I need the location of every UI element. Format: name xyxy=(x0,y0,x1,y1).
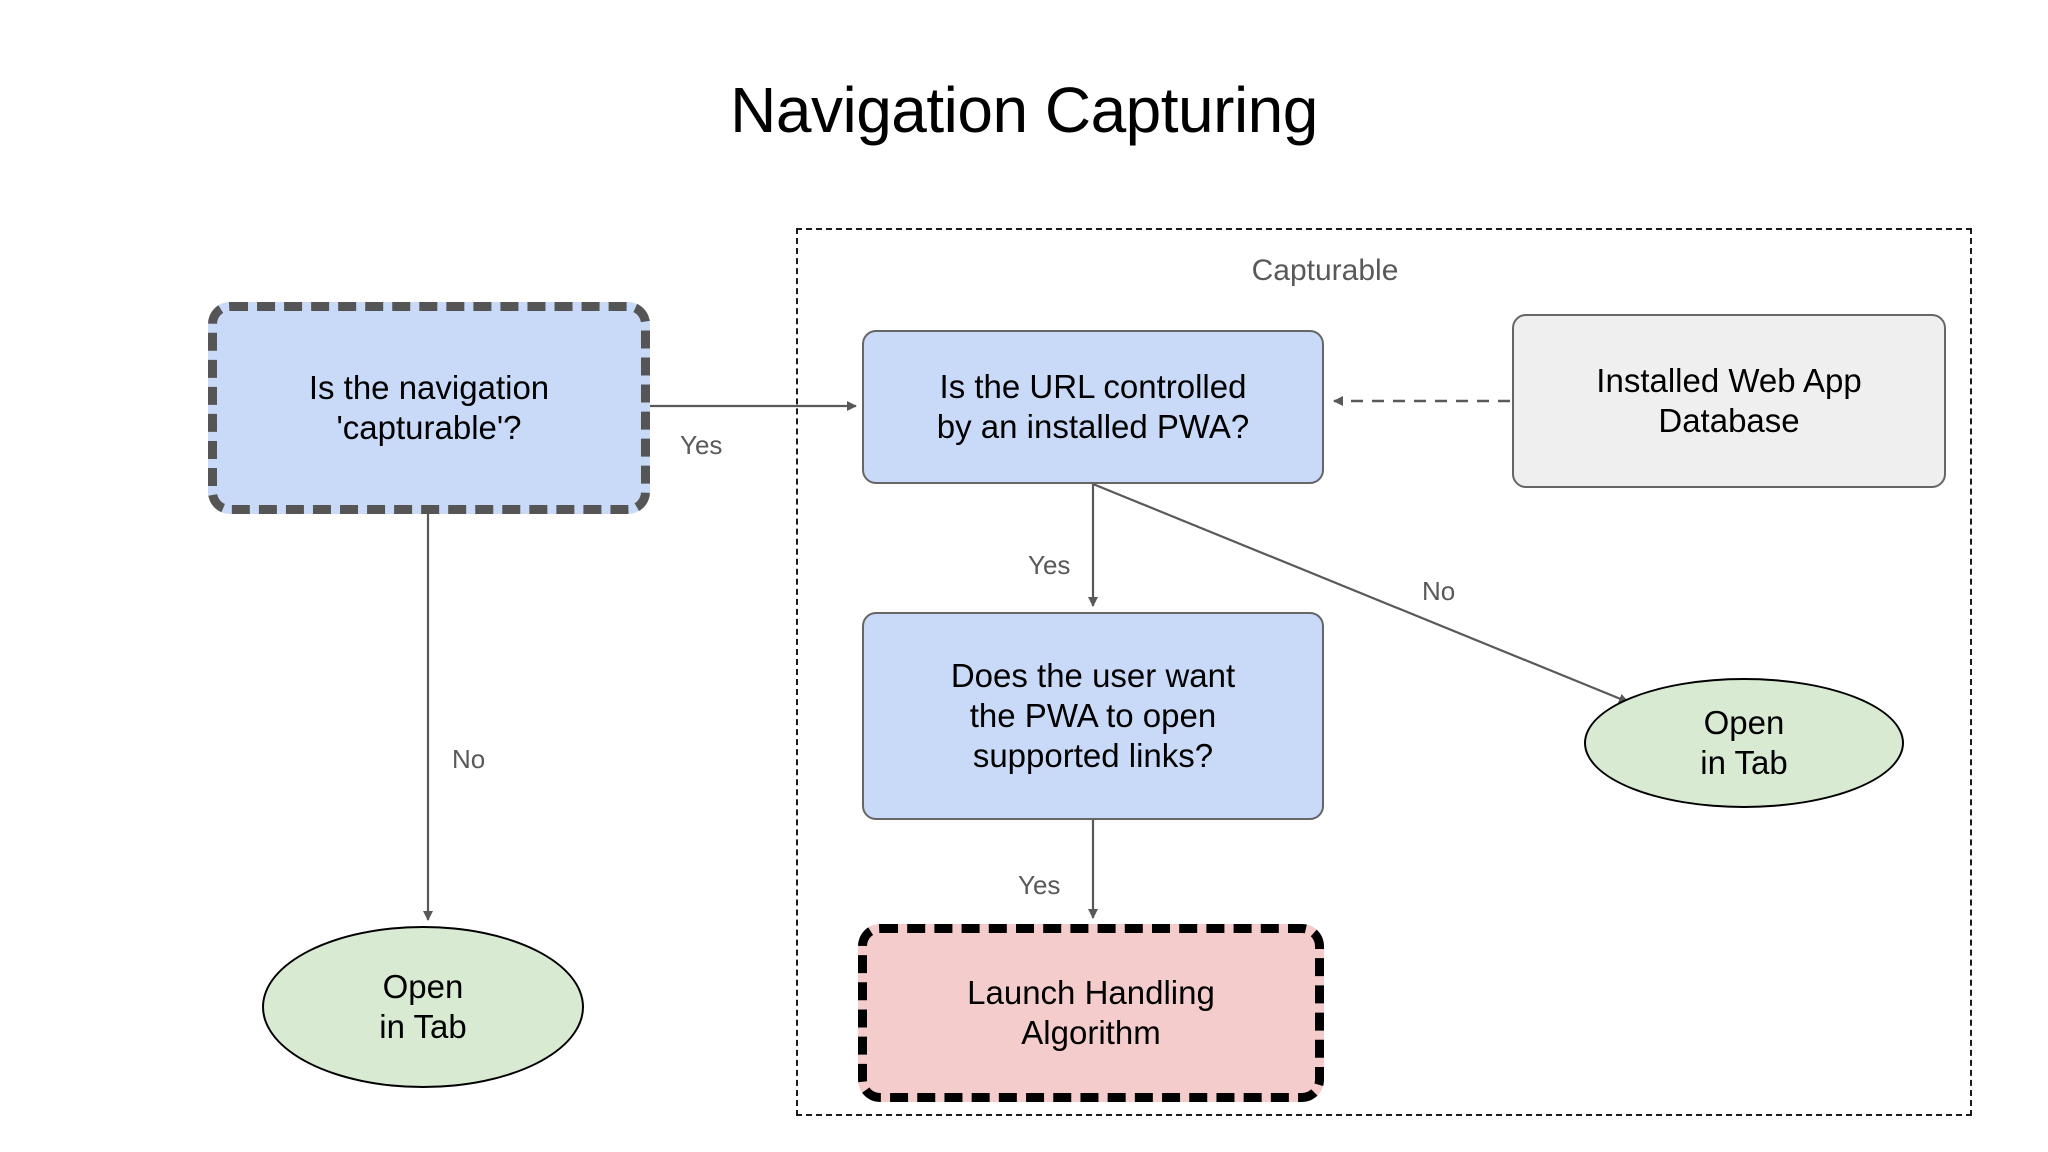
capturable-group-container xyxy=(796,228,1972,1116)
node-open-in-tab-right[interactable]: Open in Tab xyxy=(1584,678,1904,808)
edge-label-pwa-no: No xyxy=(1422,576,1456,606)
node-label: Installed Web App Database xyxy=(1596,361,1862,439)
node-open-in-tab-left[interactable]: Open in Tab xyxy=(262,926,584,1088)
edge-label-pwa-yes: Yes xyxy=(1028,550,1071,580)
node-is-navigation-capturable[interactable]: Is the navigation 'capturable'? xyxy=(208,302,650,514)
edge-label-capturable-no: No xyxy=(452,744,486,774)
node-launch-handling-algorithm[interactable]: Launch Handling Algorithm xyxy=(858,924,1324,1102)
capturable-group-label: Capturable xyxy=(1251,254,1399,287)
node-label: Does the user want the PWA to open suppo… xyxy=(950,656,1236,775)
node-label: Is the navigation 'capturable'? xyxy=(308,368,550,446)
node-installed-web-app-database[interactable]: Installed Web App Database xyxy=(1512,314,1946,488)
page-title: Navigation Capturing xyxy=(730,74,1318,146)
node-label: Is the URL controlled by an installed PW… xyxy=(936,367,1250,445)
node-does-user-want-pwa-open-supported-links[interactable]: Does the user want the PWA to open suppo… xyxy=(862,612,1324,820)
node-label: Open in Tab xyxy=(1700,703,1788,781)
node-label: Open in Tab xyxy=(379,967,467,1045)
node-is-url-controlled-by-installed-pwa[interactable]: Is the URL controlled by an installed PW… xyxy=(862,330,1324,484)
edge-label-capturable-yes: Yes xyxy=(680,430,723,460)
node-label: Launch Handling Algorithm xyxy=(967,973,1215,1051)
edge-label-userwant-yes: Yes xyxy=(1018,870,1061,900)
